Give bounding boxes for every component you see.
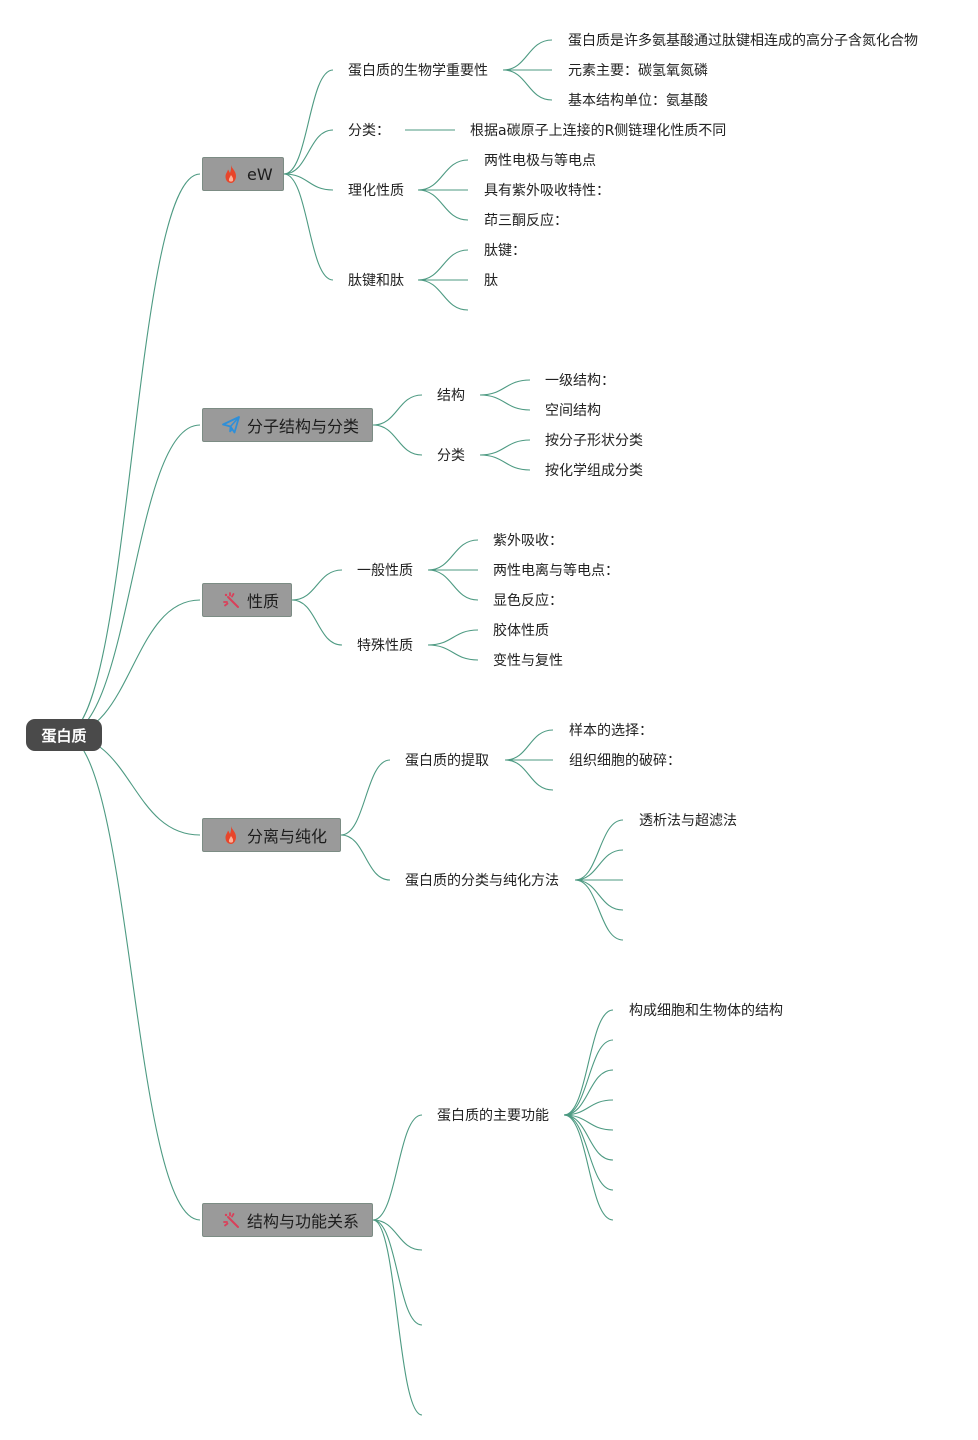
leaf-connector (504, 729, 554, 761)
subtopic-general-properties[interactable]: 一般性质 (357, 563, 413, 579)
leaf-connector (504, 759, 554, 791)
leaf-connector (427, 539, 479, 571)
leaf-node[interactable]: 变性与复性 (493, 653, 563, 669)
sparkle-icon (221, 1210, 241, 1230)
leaf-node[interactable]: 具有紫外吸收特性： (484, 183, 610, 199)
leaf-node[interactable]: 一级结构： (545, 373, 615, 389)
branch-node-properties[interactable]: 性质 (202, 583, 292, 617)
subtopic-physicochemical[interactable]: 理化性质 (348, 183, 404, 199)
leaf-node[interactable]: 透析法与超滤法 (639, 813, 737, 829)
branch-connector (372, 1219, 423, 1416)
branch-connector (340, 834, 391, 881)
root-connector (63, 734, 201, 1221)
leaf-connector (563, 1069, 614, 1116)
leaf-connector (417, 189, 469, 221)
leaf-node[interactable]: 肽 (484, 273, 498, 289)
branch-connector (291, 569, 343, 601)
leaf-node[interactable]: 肽键： (484, 243, 526, 259)
branch-node-structure-function[interactable]: 结构与功能关系 (202, 1203, 373, 1237)
leaf-node[interactable]: 蛋白质是许多氨基酸通过肽键相连成的高分子含氮化合物 (568, 33, 918, 49)
leaf-node[interactable]: 按分子形状分类 (545, 433, 643, 449)
leaf-node[interactable]: 茚三酮反应： (484, 213, 568, 229)
subtopic-main-functions[interactable]: 蛋白质的主要功能 (437, 1108, 549, 1124)
leaf-connector (479, 439, 531, 456)
sparkle-icon (221, 590, 241, 610)
leaf-connector (563, 1039, 614, 1116)
leaf-connector (563, 1009, 614, 1116)
subtopic-special-properties[interactable]: 特殊性质 (357, 638, 413, 654)
subtopic-classification[interactable]: 分类： (348, 123, 390, 139)
leaf-node[interactable]: 元素主要：碳氢氧氮磷 (568, 63, 708, 79)
subtopic-extraction[interactable]: 蛋白质的提取 (405, 753, 489, 769)
branch-connector (291, 599, 343, 646)
subtopic-structure[interactable]: 结构 (437, 388, 465, 404)
branch-label: 分离与纯化 (247, 827, 328, 846)
branch-node-ew[interactable]: eW (202, 157, 284, 191)
leaf-node[interactable]: 紫外吸收： (493, 533, 563, 549)
subtopic-peptide-bond[interactable]: 肽键和肽 (348, 273, 404, 289)
leaf-connector (574, 879, 624, 911)
leaf-node[interactable]: 样本的选择： (569, 723, 653, 739)
subtopic-biological-importance[interactable]: 蛋白质的生物学重要性 (348, 63, 488, 79)
branch-connector (283, 129, 334, 175)
leaf-connector (479, 379, 531, 396)
branch-connector (340, 759, 391, 836)
leaf-connector (417, 279, 469, 311)
branch-connector (283, 173, 334, 191)
branch-node-separation[interactable]: 分离与纯化 (202, 818, 341, 852)
root-node[interactable]: 蛋白质 (26, 719, 102, 751)
subtopic-classification[interactable]: 分类 (437, 448, 465, 464)
branch-label: 分子结构与分类 (247, 417, 360, 436)
leaf-connector (574, 849, 624, 881)
branch-label: 结构与功能关系 (247, 1212, 360, 1231)
leaf-connector (502, 39, 553, 71)
leaf-connector (563, 1114, 614, 1161)
leaf-connector (563, 1114, 614, 1221)
branch-connector (372, 424, 423, 456)
branch-connector (372, 1114, 423, 1221)
leaf-node[interactable]: 空间结构 (545, 403, 601, 419)
leaf-connector (479, 394, 531, 411)
leaf-node[interactable]: 胶体性质 (493, 623, 549, 639)
leaf-connector (427, 569, 479, 601)
branch-connector (372, 1219, 423, 1251)
leaf-connector (502, 69, 553, 101)
leaf-node[interactable]: 两性电极与等电点 (484, 153, 596, 169)
leaf-connector (417, 159, 469, 191)
leaf-node[interactable]: 构成细胞和生物体的结构 (629, 1003, 783, 1019)
leaf-node[interactable]: 显色反应： (493, 593, 563, 609)
leaf-connector (427, 644, 479, 661)
paper-plane-icon (221, 415, 241, 435)
subtopic-purification-methods[interactable]: 蛋白质的分类与纯化方法 (405, 873, 559, 889)
branch-label: eW (247, 164, 273, 184)
leaf-node[interactable]: 两性电离与等电点： (493, 563, 619, 579)
leaf-node[interactable]: 基本结构单位：氨基酸 (568, 93, 708, 109)
leaf-node[interactable]: 按化学组成分类 (545, 463, 643, 479)
leaf-connector (417, 249, 469, 281)
branch-connector (372, 394, 423, 426)
leaf-connector (574, 819, 624, 881)
branch-label: 性质 (247, 592, 280, 611)
leaf-connector (427, 629, 479, 646)
fire-icon (221, 825, 241, 845)
branch-connector (283, 173, 334, 281)
branch-connector (283, 69, 334, 175)
fire-icon (221, 164, 241, 184)
leaf-connector (479, 454, 531, 471)
root-connector (63, 424, 201, 736)
root-connector (63, 173, 201, 736)
leaf-node[interactable]: 根据a碳原子上连接的R侧链理化性质不同 (470, 123, 727, 139)
branch-node-molecular-structure[interactable]: 分子结构与分类 (202, 408, 373, 442)
leaf-connector (574, 879, 624, 941)
leaf-node[interactable]: 组织细胞的破碎： (569, 753, 681, 769)
leaf-connector (563, 1114, 614, 1191)
leaf-connector (563, 1099, 614, 1116)
branch-connector (372, 1219, 423, 1326)
